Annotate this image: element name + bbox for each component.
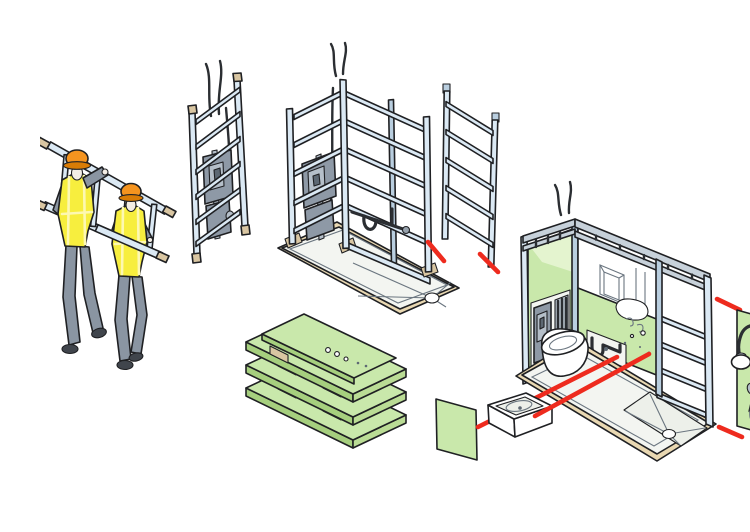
- water-connection: [641, 331, 645, 335]
- frame-rail: [657, 315, 706, 340]
- wall-panel: [436, 399, 477, 460]
- frame-rail: [657, 367, 706, 392]
- frame-post: [704, 275, 713, 427]
- worker-back: [110, 184, 153, 370]
- fixture-hole: [365, 365, 368, 368]
- frame-post: [521, 235, 529, 384]
- frame-post: [234, 80, 248, 227]
- frame-rail: [294, 90, 344, 120]
- frame-end-cap: [233, 73, 242, 82]
- water-connection: [630, 334, 633, 337]
- fixture-hole: [344, 357, 348, 361]
- frame-post: [389, 100, 397, 265]
- assembly-illustration: [40, 16, 750, 516]
- alignment-mark: [719, 427, 742, 437]
- hard-hat-brim: [119, 195, 143, 202]
- single-wall-panel: [436, 399, 477, 460]
- shoe: [117, 361, 133, 370]
- frame-rung: [446, 158, 493, 192]
- alignment-mark: [717, 299, 740, 310]
- supply-cables: [331, 44, 336, 76]
- supply-cables: [569, 182, 571, 213]
- assembly-illustration-svg: [40, 16, 750, 516]
- washbasin: [488, 393, 552, 437]
- fixture-hole: [326, 348, 331, 353]
- frame-end-cap: [156, 252, 169, 263]
- fixture-hole: [357, 362, 360, 365]
- leg: [80, 246, 103, 333]
- frame-end-cap: [241, 225, 250, 235]
- frame-rung: [446, 186, 493, 220]
- supply-cables: [555, 185, 561, 215]
- fixture-hole: [335, 352, 340, 357]
- flush-slot: [540, 317, 544, 329]
- frame-end-cap: [192, 253, 201, 263]
- shower-wall-panel: [732, 310, 750, 440]
- shoe: [62, 345, 78, 354]
- frame-end-cap: [188, 105, 197, 114]
- frame-corner-post: [340, 80, 349, 249]
- supply-cables: [343, 43, 346, 74]
- frame-post: [189, 112, 200, 255]
- frame-rung: [446, 214, 493, 248]
- drain-pipe: [352, 212, 406, 230]
- upright-installation-frame: [188, 61, 250, 263]
- workers-carrying-frame: [40, 138, 176, 370]
- leg: [115, 275, 131, 361]
- shower-drain: [663, 430, 676, 439]
- pipe-fitting: [403, 227, 410, 234]
- fixing-dot: [624, 342, 626, 344]
- frame-rail: [657, 341, 706, 366]
- frame-rail: [294, 118, 344, 148]
- washbasin-drain: [518, 406, 522, 410]
- frame-post: [656, 259, 662, 397]
- frame-rung: [147, 204, 157, 251]
- worker-front: [53, 150, 108, 354]
- hand: [147, 237, 152, 242]
- shower-drain: [425, 293, 439, 303]
- frame-rung: [446, 130, 493, 164]
- spare-ladder-frame: [442, 84, 499, 267]
- leg: [131, 276, 147, 354]
- flush-slot: [313, 174, 320, 186]
- leg: [63, 245, 80, 345]
- fixing-dot: [639, 346, 641, 348]
- wall-panel-stack: [246, 314, 406, 448]
- overhead-shower-head: [732, 355, 750, 369]
- hand: [102, 169, 108, 175]
- frame-end-cap: [163, 206, 176, 218]
- corner-frame-assembly: [278, 43, 459, 314]
- pipe-fitting: [604, 347, 608, 351]
- hard-hat-brim: [64, 162, 91, 170]
- frame-rung: [446, 102, 493, 136]
- frame-post: [424, 117, 432, 272]
